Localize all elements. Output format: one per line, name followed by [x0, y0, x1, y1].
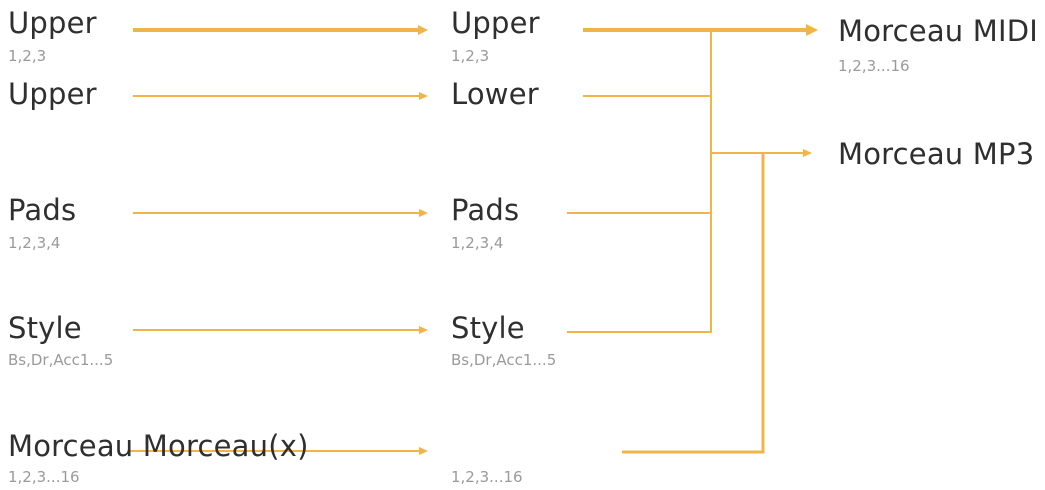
middle-style-label: Style [451, 311, 525, 345]
arrowhead-upper-to-lower [419, 92, 428, 100]
left-upper-2-label: Upper [8, 77, 97, 111]
left-upper-1-sub: 1,2,3 [8, 47, 47, 65]
left-morceau-label: Morceau Morceau(x) [8, 429, 309, 463]
left-style-sub: Bs,Dr,Acc1...5 [8, 351, 114, 369]
middle-upper-sub: 1,2,3 [451, 47, 490, 65]
left-morceau-sub: 1,2,3...16 [8, 468, 80, 486]
left-pads-sub: 1,2,3,4 [8, 234, 61, 252]
left-upper-1-label: Upper [8, 6, 97, 40]
arrowhead-bus-to-midi [806, 24, 818, 36]
middle-upper-label: Upper [451, 6, 540, 40]
middle-pads-label: Pads [451, 193, 520, 227]
middle-morceau-sub: 1,2,3...16 [451, 468, 523, 486]
right-mp3-label: Morceau MP3 [838, 137, 1035, 171]
arrowhead-morceau-to-middle [419, 447, 428, 455]
arrowhead-style-to-style [419, 326, 428, 334]
left-pads-label: Pads [8, 193, 77, 227]
middle-pads-sub: 1,2,3,4 [451, 234, 504, 252]
arrowhead-pads-to-pads [419, 209, 428, 217]
middle-style-sub: Bs,Dr,Acc1...5 [451, 351, 557, 369]
arrowhead-upper-to-upper [418, 25, 428, 35]
arrowhead-bus-to-mp3 [803, 149, 812, 157]
right-midi-label: Morceau MIDI [838, 14, 1039, 48]
right-midi-sub: 1,2,3...16 [838, 57, 910, 75]
left-style-label: Style [8, 311, 82, 345]
middle-lower-label: Lower [451, 77, 539, 111]
